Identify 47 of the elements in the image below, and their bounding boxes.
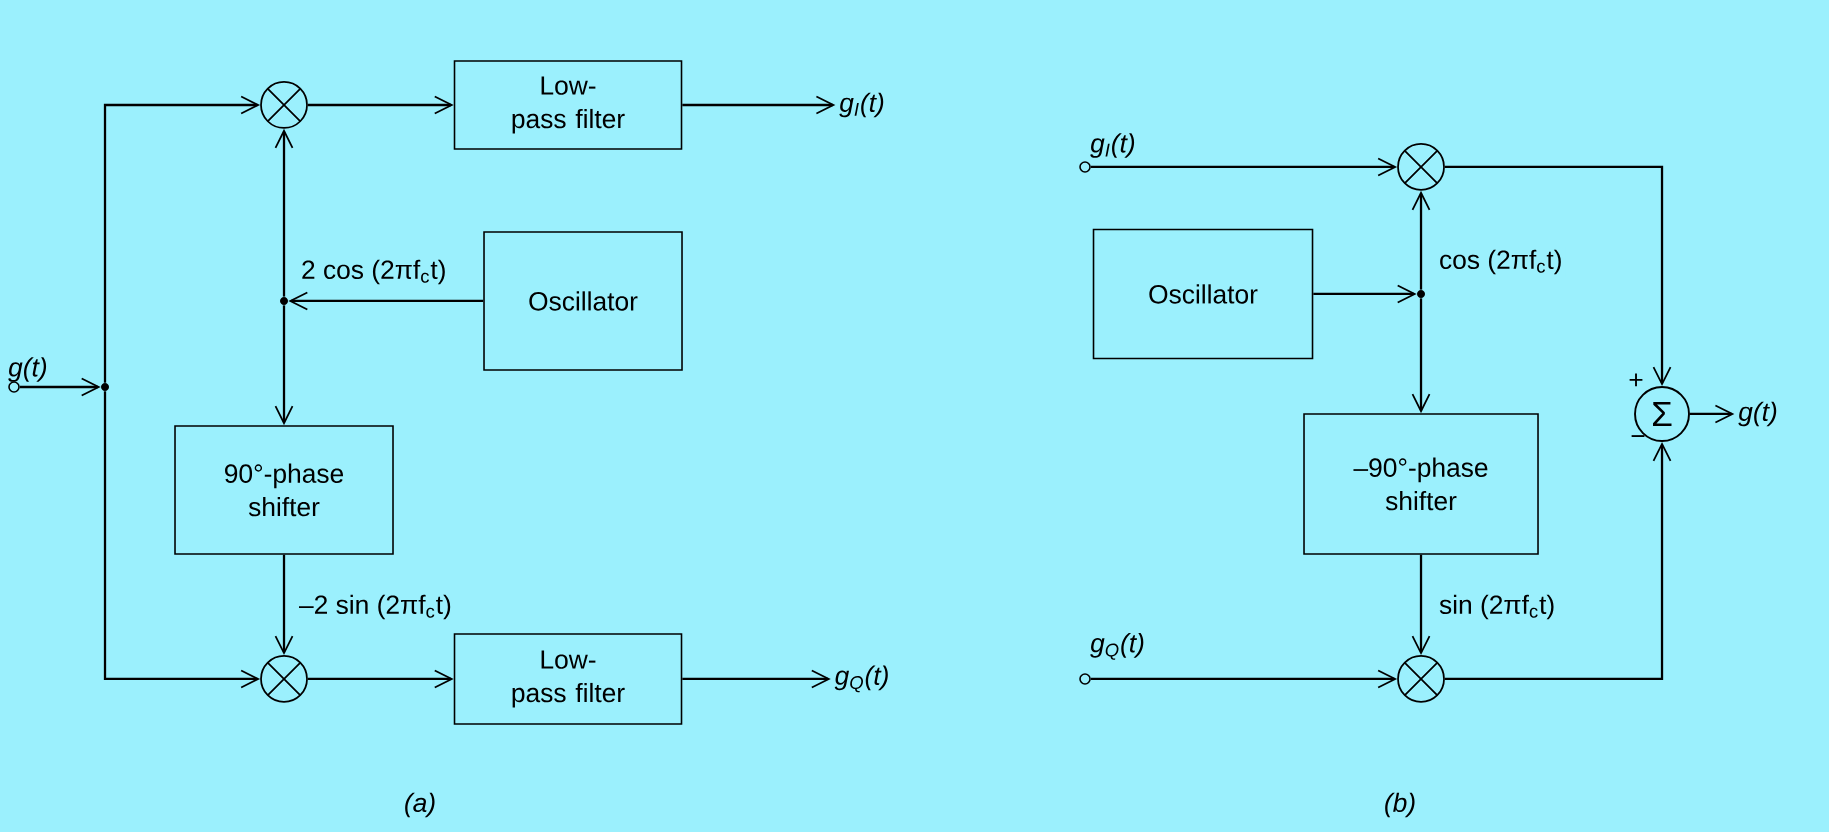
arrow — [1090, 669, 1398, 689]
arrow — [1444, 165, 1672, 386]
arrow — [1411, 298, 1431, 414]
input-terminal — [8, 381, 20, 393]
phase-shifter-box: –90°-phase shifter — [1303, 413, 1539, 555]
panel-label: (b) — [1385, 792, 1415, 818]
arrow — [19, 377, 101, 397]
multiplier-symbol — [260, 655, 308, 703]
signal-label: g(t) — [8, 357, 47, 382]
arrow — [288, 291, 484, 311]
oscillator-box: Oscillator — [1092, 228, 1314, 360]
arrow — [103, 95, 261, 383]
filter-box: Low-pass filter — [453, 633, 683, 725]
sign-label: − — [1631, 435, 1645, 437]
multiplier-symbol — [1397, 655, 1445, 703]
arrow — [1444, 441, 1672, 681]
multiplier-symbol — [260, 81, 308, 129]
arrow — [682, 95, 836, 115]
arrow — [1411, 190, 1431, 290]
arrow — [1090, 157, 1398, 177]
arrow — [307, 95, 454, 115]
arrow — [307, 669, 454, 689]
signal-label: g$_{Q}$(t) — [834, 665, 888, 693]
phase-shifter-box: 90°-phase shifter — [174, 425, 394, 555]
oscillator-box: Oscillator — [483, 231, 683, 371]
arrow — [1411, 554, 1431, 656]
input-terminal — [1079, 161, 1091, 173]
edge-label: –2 sin (2πf$_{c}$t) — [296, 592, 455, 622]
edge-label: cos (2πf$_{c}$t) — [1436, 247, 1566, 277]
panel-label: (a) — [405, 792, 435, 818]
arrow — [274, 554, 294, 656]
arrow — [274, 305, 294, 426]
arrow — [103, 391, 261, 689]
filter-box: Low-pass filter — [453, 60, 683, 150]
arrow — [1690, 404, 1735, 424]
input-terminal — [1079, 673, 1091, 685]
edge-label: 2 cos (2πf$_{c}$t) — [298, 257, 450, 287]
signal-label: g$_{I}$(t) — [839, 92, 884, 118]
signal-label: g$_{Q}$(t) — [1090, 633, 1144, 660]
arrow — [274, 128, 294, 297]
multiplier-symbol — [1397, 143, 1445, 191]
edge-label: sin (2πf$_{c}$t) — [1436, 592, 1558, 622]
signal-label: g(t) — [1738, 401, 1777, 427]
signal-label: g$_{I}$(t) — [1090, 133, 1135, 158]
sign-label: + — [1629, 373, 1643, 387]
arrow — [682, 669, 831, 689]
arrow — [1313, 284, 1417, 304]
